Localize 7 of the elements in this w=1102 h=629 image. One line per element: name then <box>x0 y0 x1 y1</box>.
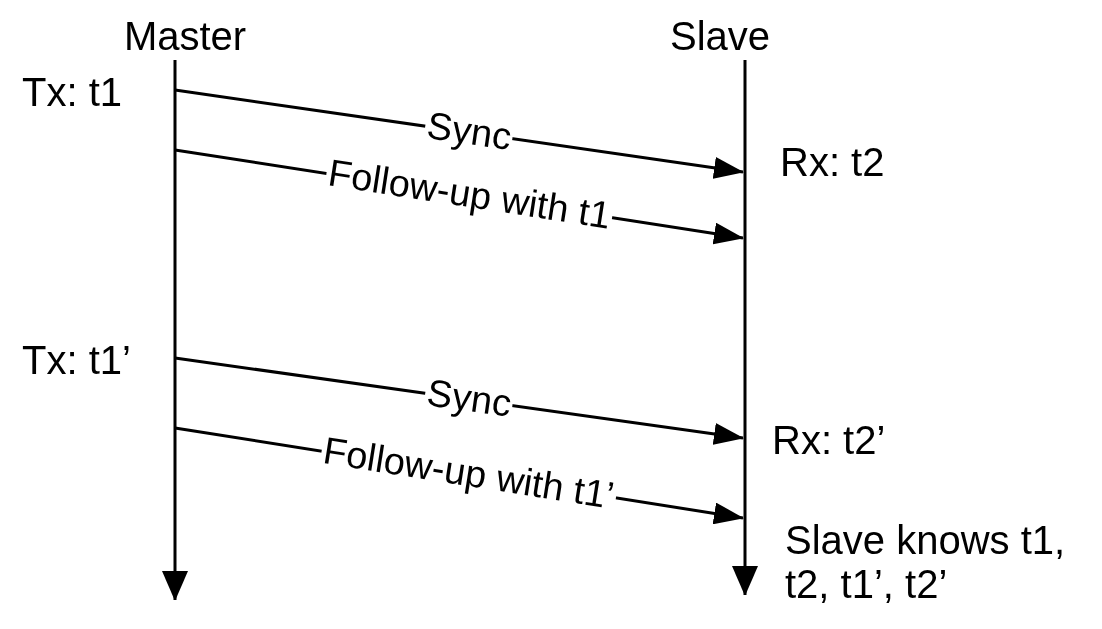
timestamp-note: Slave knows t1, t2, t1’, t2’ <box>785 518 1067 606</box>
lifeline-heading: Master <box>123 14 247 58</box>
timestamp-note: Rx: t2’ <box>772 418 886 462</box>
timestamp-note: Rx: t2 <box>780 140 885 184</box>
timestamp-note: Tx: t1’ <box>22 338 131 382</box>
lifeline-heading: Slave <box>669 14 771 58</box>
timestamp-note: Tx: t1 <box>22 70 123 114</box>
